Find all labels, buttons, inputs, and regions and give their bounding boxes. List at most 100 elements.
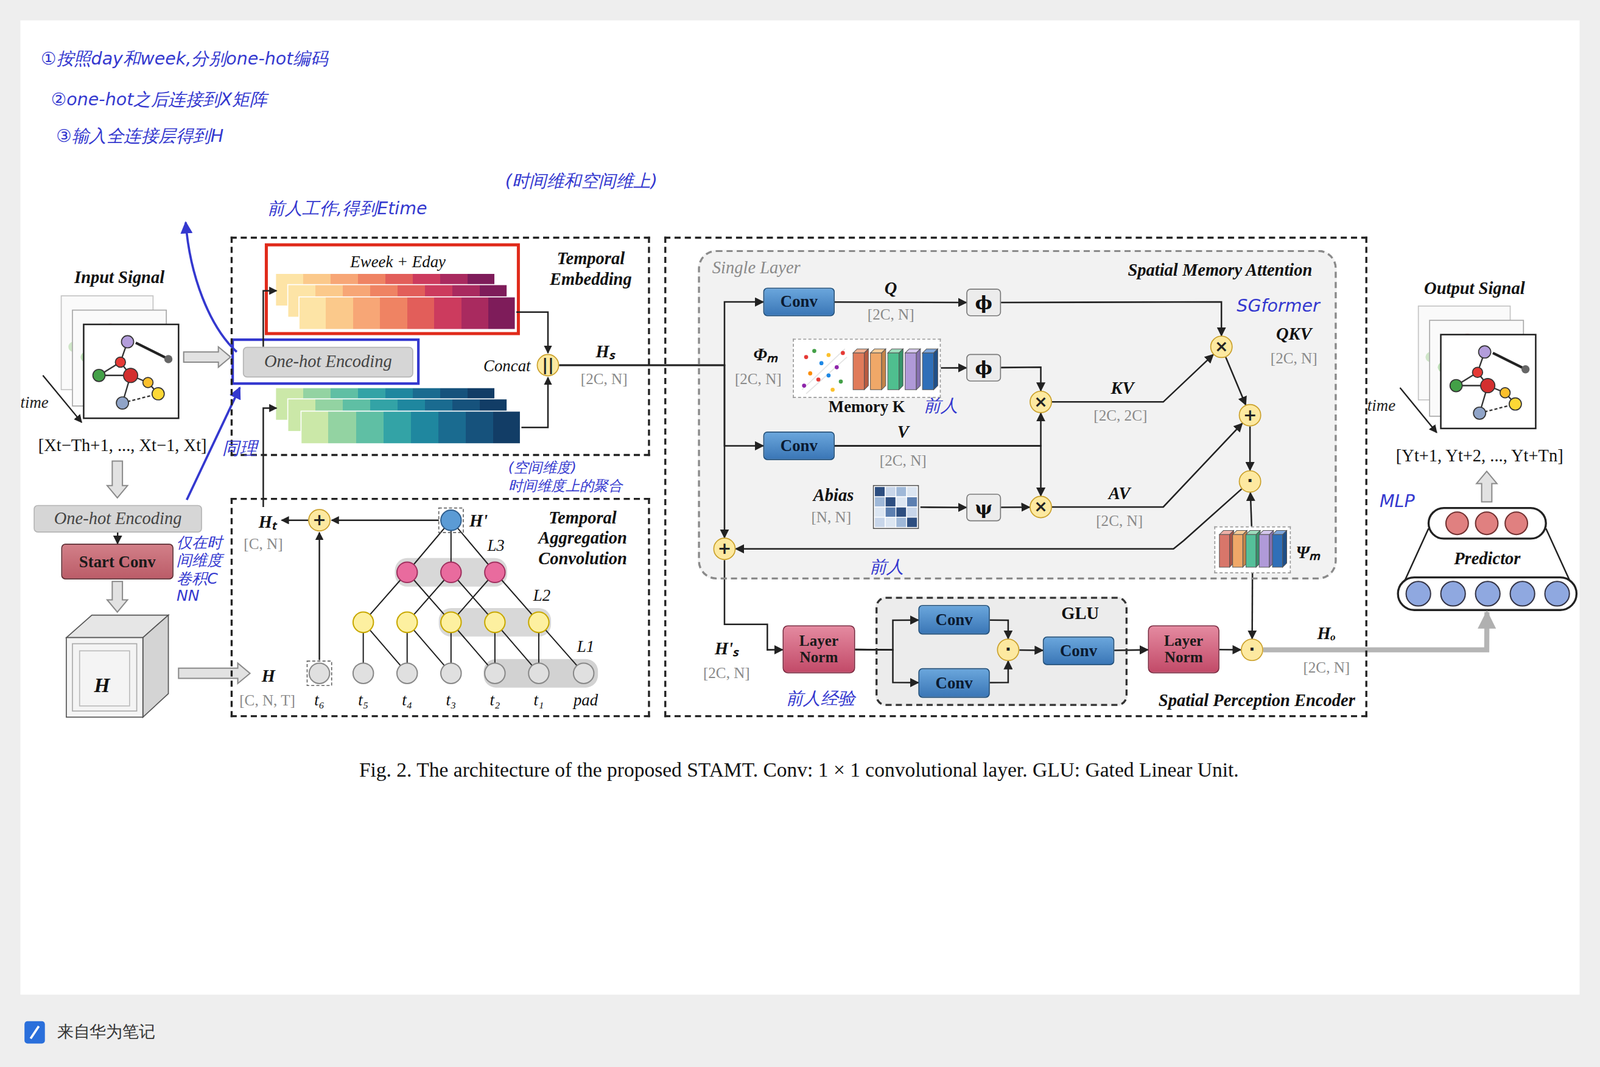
operator-circle: + xyxy=(713,537,737,561)
connector xyxy=(1250,493,1252,527)
dilated-network xyxy=(396,561,418,583)
text-label: 仅在时间维度卷积CNN xyxy=(176,534,228,606)
memory-bars xyxy=(905,353,917,390)
connector xyxy=(855,620,919,651)
wire xyxy=(263,407,277,508)
operator-circle: · xyxy=(1240,638,1264,662)
connector xyxy=(558,365,763,446)
connector xyxy=(1000,506,1030,509)
predictor-network xyxy=(1397,577,1577,611)
connector xyxy=(1019,649,1043,652)
text-label: ③输入全连接层得到H xyxy=(56,126,224,147)
text-label: time xyxy=(1367,396,1396,416)
dilated-network xyxy=(353,612,550,634)
node-text: Conv xyxy=(1059,641,1098,660)
text-label: time xyxy=(20,393,49,413)
hollow-arrow xyxy=(107,461,128,499)
annotation-frame xyxy=(185,222,519,500)
text-label: Concat xyxy=(483,356,531,376)
node-text: · xyxy=(1246,473,1253,491)
operator-circle: × xyxy=(1029,496,1053,519)
memory-bars xyxy=(870,353,882,390)
node-text: [N, N] xyxy=(810,508,852,527)
text-label: 前人 xyxy=(869,557,905,578)
node-text: Layer Norm xyxy=(1154,633,1213,666)
wire xyxy=(281,519,309,522)
wire xyxy=(331,519,439,522)
hollow-arrow xyxy=(183,347,231,368)
wire xyxy=(263,291,277,348)
connector xyxy=(1225,357,1246,405)
predictor-network xyxy=(1505,512,1528,535)
connector xyxy=(1263,612,1487,651)
kernel-box: ϕ xyxy=(966,354,1001,382)
node-text: + xyxy=(312,512,326,529)
memory-scatter xyxy=(840,351,846,356)
operator-circle: + xyxy=(1238,404,1262,427)
text-label: Q xyxy=(884,278,898,299)
memory-bars xyxy=(864,348,869,390)
dilated-network xyxy=(395,558,508,587)
bias-grid xyxy=(906,496,918,508)
dilated-network xyxy=(438,508,464,533)
text-label: Eweek + Eday xyxy=(350,252,446,272)
node-text: · xyxy=(1248,641,1255,659)
node-text: + xyxy=(717,540,732,558)
connector xyxy=(920,506,967,509)
annotation-frame xyxy=(266,244,519,334)
norm-box: Layer Norm xyxy=(782,625,856,674)
node-text: Temporal Aggregation Convolution xyxy=(521,508,644,570)
connector xyxy=(855,649,919,683)
memory-scatter xyxy=(830,387,835,393)
predictor-network xyxy=(1510,581,1535,606)
connector xyxy=(1114,649,1148,651)
text-label: [2C, N] xyxy=(734,370,782,389)
conv-box: Conv xyxy=(763,287,835,317)
signal-graph xyxy=(61,295,179,419)
annotation-frame xyxy=(232,339,419,384)
bias-grid xyxy=(874,507,886,518)
predictor-network xyxy=(1475,512,1499,535)
dilated-network xyxy=(440,612,462,634)
bias-matrix: Abias[N, N] xyxy=(810,483,920,531)
node-text: One-hot Encoding xyxy=(264,351,393,373)
memory-scatter xyxy=(801,383,807,388)
bias-grid xyxy=(896,507,908,518)
norm-box: Layer Norm xyxy=(1148,625,1220,674)
feature-cube xyxy=(72,644,137,712)
connector xyxy=(1000,301,1222,336)
text-label: [C, N] xyxy=(243,536,283,555)
glu-panel: GLUConvConv·Conv xyxy=(875,596,1128,706)
text-label: [2C, N] xyxy=(1302,659,1350,678)
memory-bars xyxy=(887,353,899,390)
memory-bars xyxy=(899,348,904,390)
predictor-network xyxy=(1445,512,1469,535)
memory-bars xyxy=(1259,534,1270,568)
panel-fill xyxy=(792,338,941,398)
dilated-network xyxy=(483,659,598,688)
connector xyxy=(116,532,119,544)
text-label: MLP xyxy=(1379,491,1415,513)
app-icon xyxy=(30,1026,39,1039)
text-label: 时间维度上的聚合 xyxy=(508,477,623,494)
predictor-box: Predictor xyxy=(1397,505,1577,613)
text-label: Φₘ xyxy=(753,345,777,366)
panel-fill xyxy=(875,596,1128,706)
memory-bars xyxy=(1272,534,1283,568)
text-label: 前人工作,得到Etime xyxy=(267,199,427,220)
text-label: QKV xyxy=(1276,324,1313,345)
text-label: [2C, N] xyxy=(580,370,628,389)
predictor-network xyxy=(1406,581,1431,606)
dilated-network xyxy=(306,661,332,686)
text-label: (空间维度) xyxy=(508,459,577,476)
memory-scatter xyxy=(834,365,839,370)
text-label: ②one-hot之后连接到X矩阵 xyxy=(51,90,267,111)
panel-fill xyxy=(697,250,1337,707)
connector xyxy=(940,367,967,369)
node-text: ϕ xyxy=(974,291,992,313)
conv-box: Conv xyxy=(918,668,990,699)
app-icon xyxy=(24,1021,46,1045)
connector xyxy=(558,301,763,366)
node-text: Conv xyxy=(780,292,818,312)
